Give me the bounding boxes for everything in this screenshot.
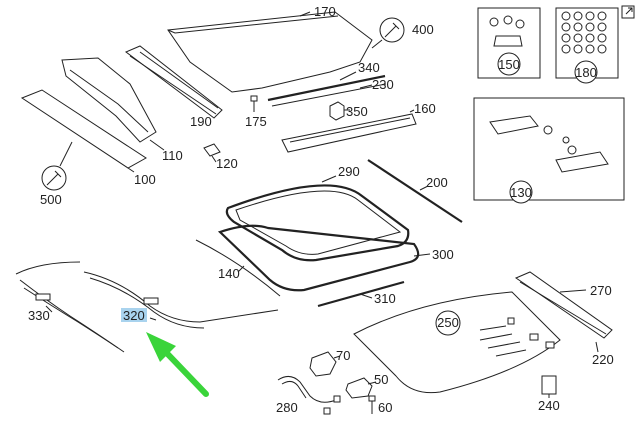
small-part-icon [573, 33, 583, 43]
small-part-icon [585, 44, 595, 54]
label-340[interactable]: 340 [358, 60, 380, 75]
callout-180 [574, 60, 598, 84]
small-part-icon [585, 11, 595, 21]
part-60-screw [368, 395, 376, 414]
small-part-icon [561, 22, 571, 32]
label-230[interactable]: 230 [372, 77, 394, 92]
part-300-seal [217, 224, 431, 292]
small-part-icon [585, 33, 595, 43]
part-350-clip [329, 101, 350, 121]
small-part-icon [585, 22, 595, 32]
label-400[interactable]: 400 [412, 22, 434, 37]
label-270[interactable]: 270 [590, 283, 612, 298]
label-350[interactable]: 350 [346, 104, 368, 119]
part-270-rail [514, 271, 613, 339]
pointer-arrow [146, 332, 209, 397]
part-280-harness [277, 376, 341, 415]
part-70-motor [309, 351, 341, 377]
label-290[interactable]: 290 [338, 164, 360, 179]
label-190[interactable]: 190 [190, 114, 212, 129]
small-part-icon [573, 11, 583, 21]
label-130[interactable]: 130 [510, 185, 532, 200]
part-170-glass-panel [167, 11, 373, 93]
label-240[interactable]: 240 [538, 398, 560, 413]
small-part-icon [597, 44, 607, 54]
label-220[interactable]: 220 [592, 352, 614, 367]
part-120-bracket [203, 143, 221, 163]
label-60[interactable]: 60 [378, 400, 392, 415]
part-340-strip [267, 74, 386, 102]
part-175-screw [250, 95, 258, 112]
small-part-icon [597, 11, 607, 21]
label-180[interactable]: 180 [575, 65, 597, 80]
callout-150 [497, 52, 521, 76]
label-120[interactable]: 120 [216, 156, 238, 171]
highlight-320 [121, 308, 147, 322]
part-50-motor [345, 377, 377, 399]
part-160-front-bar [281, 109, 417, 153]
small-part-icon [573, 44, 583, 54]
part-190-frame [125, 45, 223, 119]
label-320[interactable]: 320 [123, 308, 145, 323]
label-175[interactable]: 175 [245, 114, 267, 129]
small-part-icon [561, 11, 571, 21]
label-70[interactable]: 70 [336, 348, 350, 363]
label-150[interactable]: 150 [498, 57, 520, 72]
part-140-cable [195, 239, 281, 297]
part-330-rail [15, 261, 125, 353]
box-130 [473, 97, 625, 201]
label-500[interactable]: 500 [40, 192, 62, 207]
label-250[interactable]: 250 [437, 315, 459, 330]
label-200[interactable]: 200 [426, 175, 448, 190]
label-330[interactable]: 330 [28, 308, 50, 323]
wrench-icon-400 [371, 17, 405, 49]
part-100-panel [20, 89, 147, 173]
label-140[interactable]: 140 [218, 266, 240, 281]
label-160[interactable]: 160 [414, 101, 436, 116]
label-170[interactable]: 170 [314, 4, 336, 19]
label-300[interactable]: 300 [432, 247, 454, 262]
small-part-icon [561, 44, 571, 54]
small-part-icon [573, 22, 583, 32]
label-280[interactable]: 280 [276, 400, 298, 415]
label-110[interactable]: 110 [162, 148, 183, 163]
label-50[interactable]: 50 [374, 372, 388, 387]
part-240-module [541, 375, 557, 398]
part-200-strip [367, 159, 463, 223]
wrench-icon-500 [41, 141, 73, 191]
label-310[interactable]: 310 [374, 291, 396, 306]
part-230-strip [271, 83, 387, 107]
part-250-cover [353, 291, 561, 394]
external-link-icon[interactable] [621, 5, 635, 19]
small-part-icon [597, 33, 607, 43]
callout-130 [509, 180, 533, 204]
callout-250 [435, 310, 461, 336]
small-part-icon [561, 33, 571, 43]
small-part-icon [597, 22, 607, 32]
part-320-rail [83, 271, 279, 329]
label-100[interactable]: 100 [134, 172, 156, 187]
part-110-deflector [61, 57, 165, 151]
part-290-seal [225, 175, 410, 262]
